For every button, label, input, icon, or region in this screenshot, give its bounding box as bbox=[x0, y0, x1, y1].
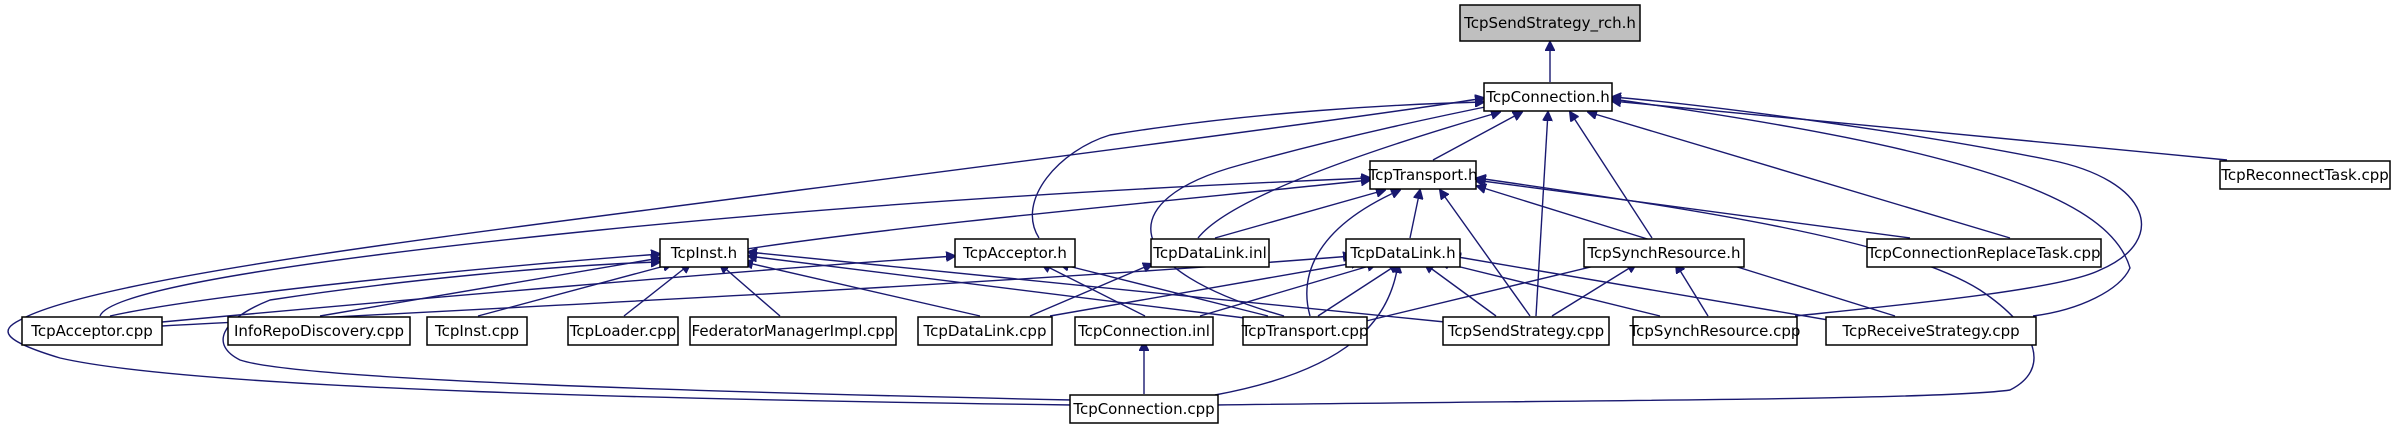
edge-inst-h-to-transport-h bbox=[739, 180, 1370, 251]
edge-datalink-h-to-transport-h bbox=[1409, 190, 1420, 239]
svg-text:TcpConnection.h: TcpConnection.h bbox=[1485, 88, 1610, 106]
svg-text:TcpDataLink.cpp: TcpDataLink.cpp bbox=[923, 322, 1047, 340]
svg-text:InfoRepoDiscovery.cpp: InfoRepoDiscovery.cpp bbox=[234, 322, 404, 340]
edge-send-strategy-cpp-to-synch-resource-h bbox=[1551, 264, 1636, 317]
edge-transport-cpp-to-transport-h bbox=[1306, 190, 1400, 317]
svg-text:TcpLoader.cpp: TcpLoader.cpp bbox=[569, 322, 676, 340]
node-synch-resource-cpp[interactable]: TcpSynchResource.cpp bbox=[1629, 316, 1801, 346]
node-connection-inl[interactable]: TcpConnection.inl bbox=[1074, 316, 1214, 346]
edge-connection-inl-to-datalink-h bbox=[1199, 264, 1376, 317]
edge-synch-resource-cpp-to-connection-h bbox=[1612, 97, 2143, 317]
edge-connection-cpp-to-connection-h bbox=[7, 98, 1484, 406]
edge-connection-inl-to-acceptor-h bbox=[1042, 264, 1146, 317]
edge-datalink-inl-to-connection-h bbox=[1197, 112, 1500, 239]
edge-connection-replace-task-to-connection-h bbox=[1588, 112, 2011, 239]
svg-text:TcpDataLink.inl: TcpDataLink.inl bbox=[1152, 244, 1267, 262]
edge-acceptor-cpp-to-inst-h bbox=[109, 254, 660, 317]
svg-text:FederatorManagerImpl.cpp: FederatorManagerImpl.cpp bbox=[692, 322, 895, 340]
edge-send-strategy-cpp-to-transport-h bbox=[1440, 190, 1531, 317]
edge-connection-replace-task-to-transport-h bbox=[1475, 180, 1911, 239]
node-reconnect-task-cpp[interactable]: TcpReconnectTask.cpp bbox=[2219, 160, 2391, 190]
edge-transport-cpp-to-connection-h bbox=[1150, 104, 1500, 317]
node-acceptor-h[interactable]: TcpAcceptor.h bbox=[954, 238, 1076, 268]
node-inforepo-discovery-cpp[interactable]: InfoRepoDiscovery.cpp bbox=[227, 316, 411, 346]
edge-transport-cpp-to-synch-resource-h bbox=[1361, 258, 1628, 323]
node-acceptor-cpp[interactable]: TcpAcceptor.cpp bbox=[21, 316, 163, 346]
svg-text:TcpSendStrategy_rch.h: TcpSendStrategy_rch.h bbox=[1463, 14, 1636, 33]
edge-loader-cpp-to-inst-h bbox=[623, 264, 690, 317]
edge-transport-cpp-to-acceptor-h bbox=[1060, 264, 1269, 317]
node-loader-cpp[interactable]: TcpLoader.cpp bbox=[567, 316, 679, 346]
svg-text:TcpConnection.cpp: TcpConnection.cpp bbox=[1072, 400, 1214, 418]
edge-transport-cpp-to-datalink-h bbox=[1317, 264, 1398, 317]
svg-text:TcpSendStrategy.cpp: TcpSendStrategy.cpp bbox=[1447, 322, 1604, 340]
svg-text:TcpInst.h: TcpInst.h bbox=[670, 244, 737, 262]
svg-text:TcpReconnectTask.cpp: TcpReconnectTask.cpp bbox=[2220, 166, 2389, 184]
node-inst-cpp[interactable]: TcpInst.cpp bbox=[426, 316, 528, 346]
node-datalink-inl[interactable]: TcpDataLink.inl bbox=[1150, 238, 1270, 268]
svg-text:TcpConnectionReplaceTask.cpp: TcpConnectionReplaceTask.cpp bbox=[1866, 244, 2100, 262]
edge-send-strategy-cpp-to-datalink-h bbox=[1425, 264, 1497, 317]
nodes: TcpSendStrategy_rch.h TcpConnection.h Tc… bbox=[21, 4, 2391, 424]
edge-reconnect-task-to-connection-h bbox=[1612, 101, 2228, 161]
node-connection-h[interactable]: TcpConnection.h bbox=[1483, 82, 1613, 112]
svg-text:TcpInst.cpp: TcpInst.cpp bbox=[434, 322, 519, 340]
edge-datalink-inl-to-transport-h bbox=[1214, 190, 1385, 239]
node-datalink-cpp[interactable]: TcpDataLink.cpp bbox=[917, 316, 1053, 346]
node-inst-h[interactable]: TcpInst.h bbox=[659, 238, 749, 268]
svg-text:TcpAcceptor.cpp: TcpAcceptor.cpp bbox=[30, 322, 153, 340]
node-connection-cpp[interactable]: TcpConnection.cpp bbox=[1069, 394, 1219, 424]
node-receive-strategy-cpp[interactable]: TcpReceiveStrategy.cpp bbox=[1825, 316, 2037, 346]
edge-acceptor-cpp-to-transport-h bbox=[99, 178, 1370, 317]
edge-synch-resource-cpp-to-datalink-h bbox=[1440, 262, 1661, 317]
node-send-strategy-rch-h[interactable]: TcpSendStrategy_rch.h bbox=[1459, 4, 1641, 42]
edge-transport-cpp-to-inst-h bbox=[748, 256, 1246, 319]
node-federator-manager-impl-cpp[interactable]: FederatorManagerImpl.cpp bbox=[689, 316, 897, 346]
edges bbox=[7, 42, 2228, 406]
svg-text:TcpReceiveStrategy.cpp: TcpReceiveStrategy.cpp bbox=[1841, 322, 2019, 340]
svg-text:TcpConnection.inl: TcpConnection.inl bbox=[1077, 322, 1210, 340]
node-synch-resource-h[interactable]: TcpSynchResource.h bbox=[1583, 238, 1745, 268]
svg-text:TcpSynchResource.h: TcpSynchResource.h bbox=[1586, 244, 1740, 262]
svg-text:TcpDataLink.h: TcpDataLink.h bbox=[1349, 244, 1455, 262]
edge-connection-cpp-to-inst-h bbox=[222, 262, 1073, 401]
edge-acceptor-cpp-to-acceptor-h bbox=[161, 256, 955, 323]
edge-send-strategy-cpp-to-connection-h bbox=[1535, 112, 1548, 317]
edge-synch-resource-h-to-connection-h bbox=[1570, 112, 1653, 239]
edge-connection-cpp-to-transport-h bbox=[1214, 178, 2035, 406]
edge-datalink-cpp-to-datalink-h bbox=[1049, 262, 1360, 317]
node-transport-cpp[interactable]: TcpTransport.cpp bbox=[1241, 316, 1369, 346]
edge-datalink-cpp-to-datalink-inl bbox=[1029, 264, 1152, 317]
svg-text:TcpTransport.h: TcpTransport.h bbox=[1367, 166, 1477, 184]
edge-receive-strategy-cpp-to-datalink-h bbox=[1452, 256, 1841, 323]
svg-text:TcpAcceptor.h: TcpAcceptor.h bbox=[962, 244, 1067, 262]
svg-text:TcpSynchResource.cpp: TcpSynchResource.cpp bbox=[1629, 322, 1801, 340]
node-datalink-h[interactable]: TcpDataLink.h bbox=[1345, 238, 1461, 268]
edge-acceptor-h-to-connection-h bbox=[1031, 102, 1484, 239]
edge-receive-strategy-cpp-to-connection-h bbox=[1612, 99, 2131, 317]
edge-synch-resource-cpp-to-synch-resource-h bbox=[1676, 264, 1709, 317]
svg-text:TcpTransport.cpp: TcpTransport.cpp bbox=[1241, 322, 1369, 340]
edge-inforepo-discovery-to-inst-h bbox=[319, 258, 660, 317]
node-send-strategy-cpp[interactable]: TcpSendStrategy.cpp bbox=[1442, 316, 1610, 346]
edge-transport-h-to-connection-h bbox=[1432, 112, 1522, 161]
node-connection-replace-task-cpp[interactable]: TcpConnectionReplaceTask.cpp bbox=[1866, 238, 2102, 268]
node-transport-h[interactable]: TcpTransport.h bbox=[1367, 160, 1478, 190]
